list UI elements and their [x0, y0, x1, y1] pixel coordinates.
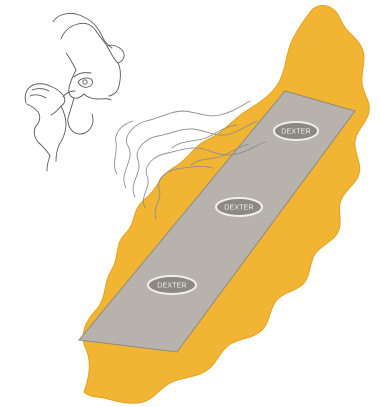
spot-3-label: DEXTER — [157, 283, 187, 290]
spot-1: DEXTER — [274, 122, 318, 140]
spot-2-label: DEXTER — [224, 205, 254, 212]
spot-2: DEXTER — [216, 198, 262, 216]
spot-3: DEXTER — [148, 276, 196, 294]
person-smelling-icon — [25, 13, 124, 171]
spot-1-label: DEXTER — [281, 129, 311, 136]
